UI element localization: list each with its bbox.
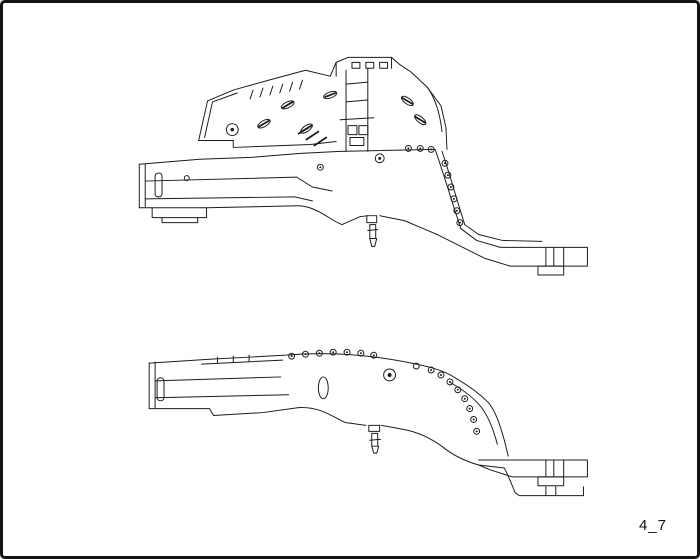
rail-outline [148, 353, 505, 469]
weld-marks [257, 90, 427, 147]
bolt-holes-row [183, 144, 464, 227]
drain-bolt [366, 215, 379, 247]
rear-bracket [450, 378, 588, 497]
strut-tower [335, 56, 393, 164]
figure-top-frame-rail-assembly [138, 56, 588, 276]
page-number-label: 4_7 [638, 517, 667, 534]
rear-bracket [434, 148, 588, 276]
apron-panel [198, 56, 448, 150]
technical-line-drawing [138, 56, 588, 497]
rail-outline [138, 148, 438, 235]
bolt-holes-row [288, 348, 481, 435]
drain-bolt [368, 424, 382, 454]
figure-bottom-frame-rail [148, 348, 588, 497]
